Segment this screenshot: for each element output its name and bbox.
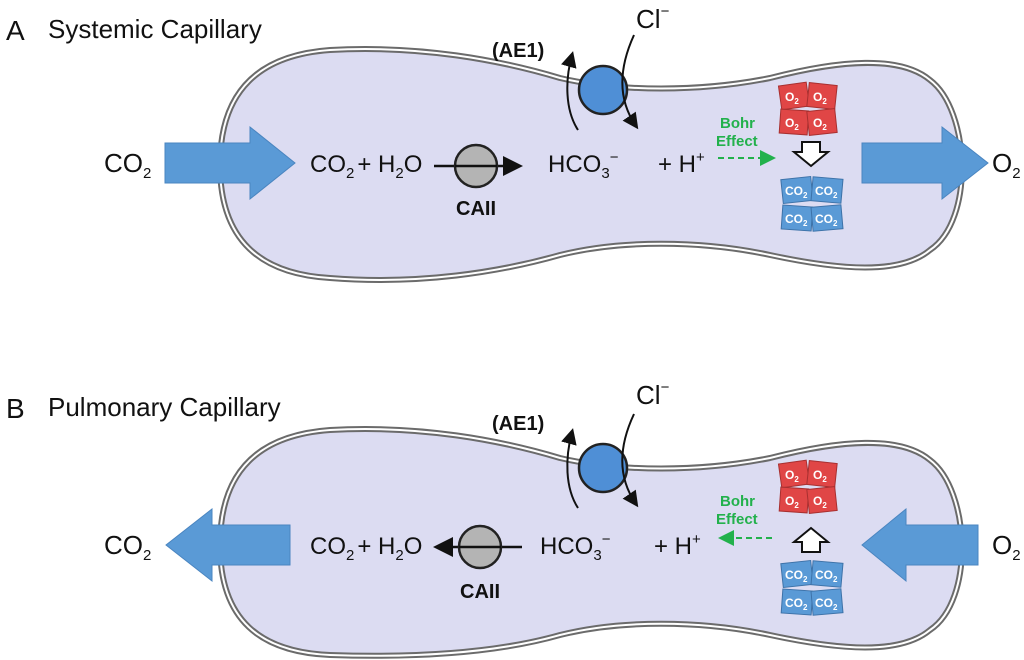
panel-b-letter: B — [6, 393, 25, 424]
reaction-lhs-b: CO2+ H2O — [310, 533, 422, 564]
panel-a: A Systemic Capillary CO2 O2 CO2+ H2O CAI… — [6, 3, 1021, 283]
enzyme-label-a: CAII — [456, 198, 496, 220]
ae1-hco3-out-arrow-a — [561, 51, 579, 131]
svg-text:O2: O2 — [785, 116, 799, 132]
left-gas-b: CO2 — [104, 530, 151, 564]
carbaminohemoglobin-b: CO2 CO2 CO2 CO2 — [780, 559, 844, 616]
hb-conversion-arrow-a — [791, 141, 831, 168]
svg-text:O2: O2 — [813, 494, 827, 510]
reaction-lhs-a: CO2+ H2O — [310, 151, 422, 182]
proton-b: + H+ — [654, 531, 701, 560]
rbc-cell-a-inner-rim — [218, 48, 963, 281]
co2-entry-arrow-a — [164, 125, 296, 201]
svg-text:CO2: CO2 — [815, 184, 838, 200]
svg-text:O2: O2 — [813, 116, 827, 132]
svg-text:CO2: CO2 — [815, 212, 838, 228]
hb-conversion-arrow-b — [791, 526, 831, 553]
panel-b: B Pulmonary Capillary CO2 O2 CO2+ H2O CA… — [6, 379, 1021, 659]
left-gas-a: CO2 — [104, 148, 151, 182]
ae1-cl-in-arrow-b — [621, 413, 639, 508]
svg-text:CO2: CO2 — [785, 212, 808, 228]
o2-entry-arrow-b — [861, 507, 979, 583]
co2-exit-arrow-b — [165, 507, 291, 583]
panel-b-title: Pulmonary Capillary — [48, 392, 281, 422]
svg-text:CO2: CO2 — [785, 568, 808, 584]
bohr-label-a-2: Effect — [716, 133, 758, 150]
proton-a: + H+ — [658, 149, 705, 178]
svg-text:O2: O2 — [813, 468, 827, 484]
panel-a-letter: A — [6, 15, 25, 46]
bohr-label-a-1: Bohr — [720, 115, 755, 132]
transporter-label-b: (AE1) — [492, 413, 544, 435]
bicarbonate-a: HCO3− — [548, 149, 619, 182]
right-gas-b: O2 — [992, 530, 1021, 564]
oxyhemoglobin-a: O2 O2 O2 O2 — [777, 81, 838, 136]
bicarbonate-b: HCO3− — [540, 531, 611, 564]
carbaminohemoglobin-a: CO2 CO2 CO2 CO2 — [780, 175, 844, 232]
chloride-b: Cl− — [636, 379, 670, 410]
svg-text:O2: O2 — [785, 90, 799, 106]
svg-text:CO2: CO2 — [815, 568, 838, 584]
svg-text:O2: O2 — [785, 494, 799, 510]
rbc-cell-b-inner-rim — [218, 428, 963, 657]
enzyme-label-b: CAII — [460, 581, 500, 603]
svg-text:O2: O2 — [813, 90, 827, 106]
svg-text:O2: O2 — [785, 468, 799, 484]
panel-a-title: Systemic Capillary — [48, 14, 262, 44]
chloride-a: Cl− — [636, 3, 670, 34]
svg-text:CO2: CO2 — [785, 184, 808, 200]
ae1-hco3-out-arrow-b — [561, 428, 579, 509]
svg-text:CO2: CO2 — [785, 596, 808, 612]
o2-exit-arrow-a — [861, 125, 989, 201]
ae1-cl-in-arrow-a — [621, 34, 639, 130]
oxyhemoglobin-b: O2 O2 O2 O2 — [777, 459, 838, 514]
svg-text:CO2: CO2 — [815, 596, 838, 612]
right-gas-a: O2 — [992, 148, 1021, 182]
transporter-label-a: (AE1) — [492, 40, 544, 62]
ae1-transporter-a — [577, 64, 629, 116]
bohr-label-b-2: Effect — [716, 511, 758, 528]
bohr-label-b-1: Bohr — [720, 493, 755, 510]
ae1-transporter-b — [577, 442, 629, 494]
